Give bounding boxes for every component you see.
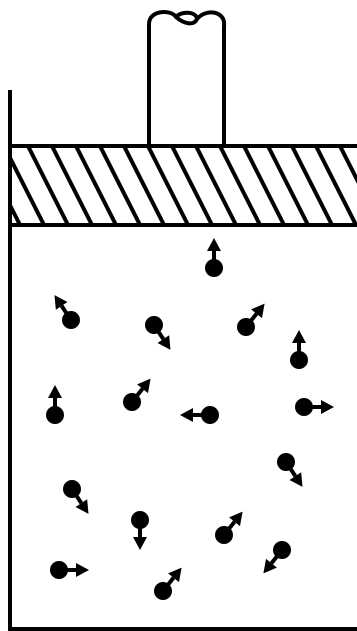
velocity-arrow-head	[76, 563, 89, 577]
hatch-line	[28, 146, 68, 225]
velocity-arrow-head	[48, 385, 62, 398]
gas-molecule	[277, 453, 303, 487]
hatch-line	[292, 146, 332, 225]
piston-hatching	[0, 146, 357, 225]
hatch-line	[172, 146, 212, 225]
hatch-line	[76, 146, 116, 225]
gas-molecule	[123, 379, 151, 411]
gas-molecule	[131, 511, 149, 550]
gas-molecule	[237, 304, 265, 336]
hatch-line	[316, 146, 356, 225]
hatch-line	[196, 146, 236, 225]
hatch-line	[220, 146, 260, 225]
gas-molecule	[215, 512, 243, 544]
hatch-line	[52, 146, 92, 225]
gas-molecule	[290, 330, 308, 369]
piston-head	[0, 146, 357, 225]
gas-molecule	[145, 316, 171, 350]
gas-molecule	[154, 568, 182, 600]
gas-molecule	[295, 398, 334, 416]
gas-molecule	[50, 561, 89, 579]
velocity-arrow-head	[321, 400, 334, 414]
hatch-line	[244, 146, 284, 225]
velocity-arrow-head	[180, 408, 193, 422]
piston-rod	[149, 12, 224, 146]
velocity-arrow-head	[133, 537, 147, 550]
hatch-line	[268, 146, 308, 225]
gas-molecule	[263, 541, 291, 573]
hatch-line	[124, 146, 164, 225]
gas-molecule	[46, 385, 64, 424]
piston-rod-top-curl	[176, 17, 197, 23]
gas-molecule	[63, 480, 89, 514]
gas-molecule	[55, 295, 81, 329]
velocity-arrow-head	[207, 238, 221, 251]
hatch-line	[148, 146, 188, 225]
velocity-arrow-head	[292, 330, 306, 343]
hatch-line	[100, 146, 140, 225]
gas-molecule	[205, 238, 223, 277]
gas-molecule	[180, 406, 219, 424]
gas-molecules	[46, 238, 334, 600]
